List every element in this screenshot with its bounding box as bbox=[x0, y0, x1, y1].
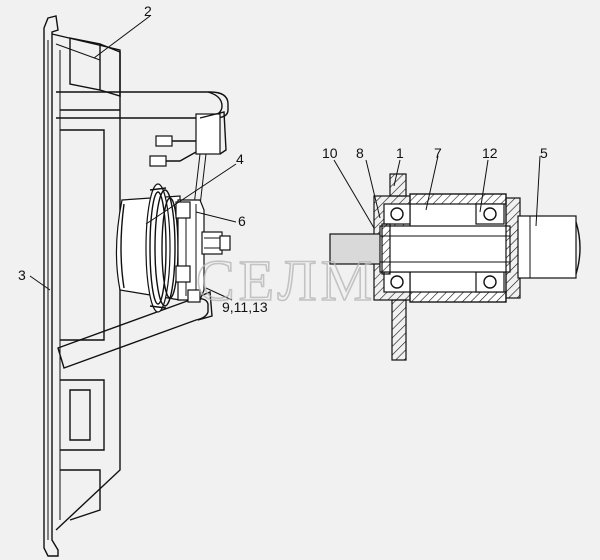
callout-6: 6 bbox=[238, 213, 246, 229]
shaft bbox=[329, 223, 511, 275]
callout-7: 7 bbox=[434, 145, 442, 161]
callout-4: 4 bbox=[236, 151, 244, 167]
callout-3: 3 bbox=[18, 267, 26, 283]
leader-lines bbox=[29, 15, 541, 301]
callout-1: 1 bbox=[396, 145, 404, 161]
callout-5: 5 bbox=[540, 145, 548, 161]
shaft-end-cap bbox=[505, 197, 581, 299]
callout-12: 12 bbox=[482, 145, 498, 161]
callout-2: 2 bbox=[144, 3, 152, 19]
electric-connector bbox=[149, 111, 227, 241]
watermark-text: СЕЛМ bbox=[196, 248, 376, 313]
callout-9-11-13: 9,11,13 bbox=[222, 299, 268, 315]
flange-and-bolts bbox=[175, 199, 231, 303]
callout-10: 10 bbox=[322, 145, 338, 161]
callout-8: 8 bbox=[356, 145, 364, 161]
shroud-plate bbox=[43, 15, 121, 557]
